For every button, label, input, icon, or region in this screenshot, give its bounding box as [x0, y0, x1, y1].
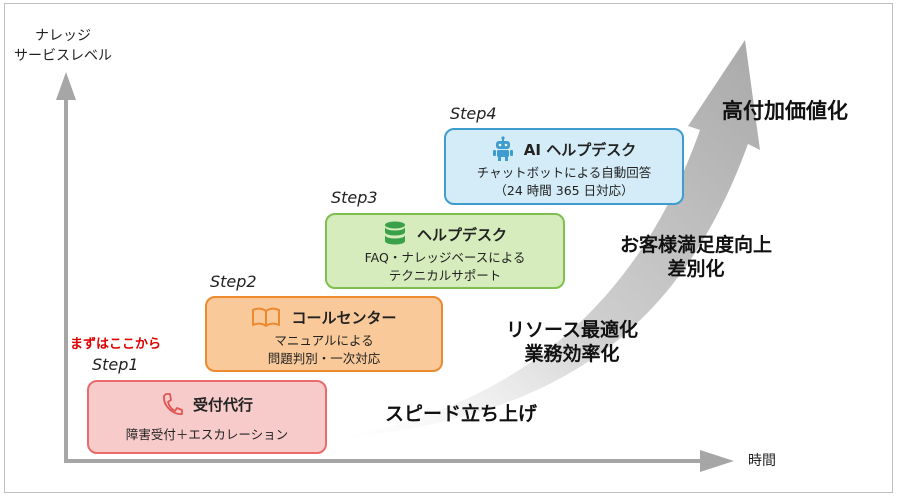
- benefit-speed-line1: スピード立ち上げ: [385, 403, 538, 425]
- step1-box: 受付代行 障害受付＋エスカレーション: [87, 380, 327, 454]
- step2-label: Step2: [210, 272, 257, 291]
- phone-icon: [161, 392, 183, 416]
- step3-box: ヘルプデスク FAQ・ナレッジベースによる テクニカルサポート: [325, 213, 565, 289]
- y-axis-label-line1: ナレッジ: [35, 28, 91, 44]
- step4-label: Step4: [450, 104, 497, 123]
- book-icon: [251, 306, 281, 328]
- step2-title: コールセンター: [291, 308, 397, 327]
- step4-desc-line2: （24 時間 365 日対応）: [494, 183, 634, 198]
- step2-title-row: コールセンター: [207, 304, 441, 330]
- robot-icon: [492, 136, 514, 162]
- x-axis-label: 時間: [748, 453, 776, 469]
- benefit-resource: リソース最適化 業務効率化: [506, 318, 638, 366]
- diagram-frame: [4, 3, 893, 493]
- y-axis-label-line2: サービスレベル: [14, 48, 112, 64]
- benefit-satisfaction-line1: お客様満足度向上: [620, 234, 773, 256]
- benefit-resource-line1: リソース最適化: [506, 319, 639, 341]
- database-icon: [383, 221, 407, 247]
- benefit-satisfaction: お客様満足度向上 差別化: [620, 233, 772, 281]
- benefit-value: 高付加価値化: [722, 99, 848, 123]
- step3-desc-line2: テクニカルサポート: [388, 268, 502, 283]
- step3-title-row: ヘルプデスク: [327, 221, 563, 247]
- step1-label: Step1: [92, 355, 139, 374]
- benefit-value-line1: 高付加価値化: [722, 99, 848, 123]
- step1-title: 受付代行: [192, 395, 253, 414]
- step4-desc-line1: チャットボットによる自動回答: [476, 165, 652, 180]
- step4-title-row: AI ヘルプデスク: [446, 136, 682, 162]
- step1-desc: 障害受付＋エスカレーション: [89, 426, 325, 444]
- start-label: まずはここから: [70, 337, 162, 352]
- x-axis-arrowhead: [700, 450, 734, 472]
- y-axis-arrowhead: [56, 72, 76, 100]
- step4-title: AI ヘルプデスク: [523, 140, 637, 159]
- step2-box: コールセンター マニュアルによる 問題判別・一次対応: [205, 296, 443, 372]
- step1-desc-line1: 障害受付＋エスカレーション: [125, 427, 289, 442]
- step4-desc: チャットボットによる自動回答 （24 時間 365 日対応）: [446, 164, 682, 200]
- step2-desc-line2: 問題判別・一次対応: [267, 351, 381, 366]
- step2-desc: マニュアルによる 問題判別・一次対応: [207, 332, 441, 368]
- benefit-satisfaction-line2: 差別化: [667, 258, 725, 280]
- step3-desc-line1: FAQ・ナレッジベースによる: [364, 250, 526, 265]
- growth-arrow: [325, 40, 760, 440]
- step3-label: Step3: [331, 188, 378, 207]
- y-axis-label: ナレッジ サービスレベル: [14, 26, 112, 66]
- benefit-speed: スピード立ち上げ: [385, 402, 537, 426]
- step3-title: ヘルプデスク: [416, 225, 507, 244]
- step3-desc: FAQ・ナレッジベースによる テクニカルサポート: [327, 249, 563, 285]
- step4-box: AI ヘルプデスク チャットボットによる自動回答 （24 時間 365 日対応）: [444, 128, 684, 205]
- benefit-resource-line2: 業務効率化: [524, 343, 620, 365]
- step1-title-row: 受付代行: [89, 391, 325, 417]
- step2-desc-line1: マニュアルによる: [274, 333, 374, 348]
